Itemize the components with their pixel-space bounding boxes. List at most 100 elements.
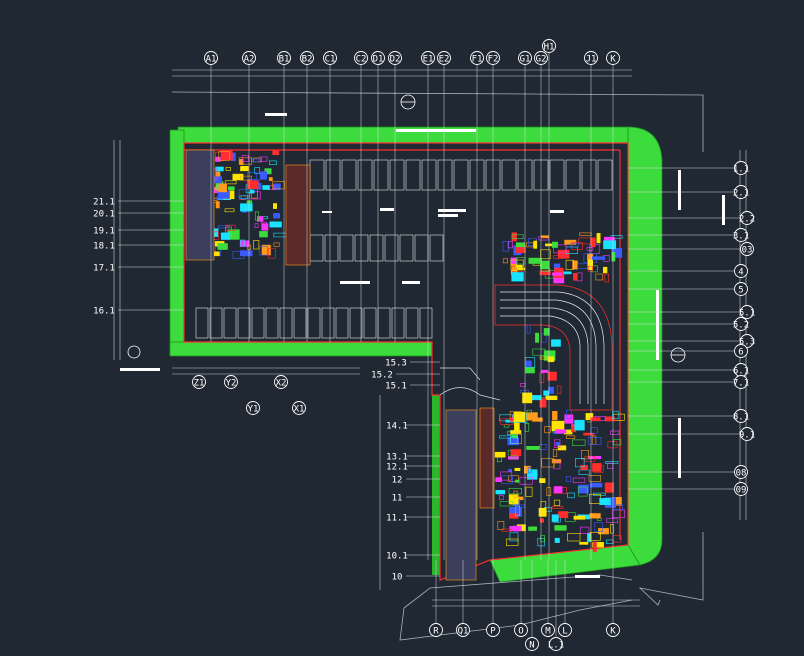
core-element bbox=[592, 463, 602, 472]
core-element bbox=[524, 422, 530, 432]
grid-label[interactable]: 21.1 bbox=[93, 197, 115, 207]
grid-bubble-5[interactable]: 5 bbox=[734, 282, 748, 296]
grid-bubble-p[interactable]: P bbox=[486, 623, 500, 637]
core-element bbox=[554, 439, 561, 448]
grid-bubble-f1[interactable]: F1 bbox=[470, 51, 484, 65]
grid-bubble-5-2[interactable]: 5.2 bbox=[733, 317, 749, 331]
grid-label[interactable]: 12 bbox=[392, 475, 403, 485]
grid-bubble-09[interactable]: 09 bbox=[734, 482, 748, 496]
parking-stall bbox=[369, 234, 384, 262]
grid-bubble-e1[interactable]: E1 bbox=[421, 51, 435, 65]
grid-bubble-label: M bbox=[545, 626, 551, 636]
grid-bubble-a1[interactable]: A1 bbox=[204, 51, 218, 65]
grid-bubble-circle bbox=[734, 465, 748, 479]
grid-bubble-label: 2.1 bbox=[733, 188, 749, 198]
grid-bubble-circle bbox=[734, 228, 748, 242]
grid-bubble-08[interactable]: 08 bbox=[734, 465, 748, 479]
grid-bubble-d1[interactable]: D1 bbox=[371, 51, 385, 65]
grid-label[interactable]: 20.1 bbox=[93, 209, 115, 219]
grid-bubble-k[interactable]: K bbox=[606, 623, 620, 637]
grid-label[interactable]: 15.1 bbox=[385, 381, 407, 391]
grid-bubble-6[interactable]: 6 bbox=[734, 344, 748, 358]
core-element bbox=[578, 469, 590, 475]
grid-label[interactable]: 15.2 bbox=[371, 370, 393, 380]
grid-bubble-label: 2.2 bbox=[739, 214, 755, 224]
parking-stall bbox=[339, 234, 354, 262]
grid-bubble-g1[interactable]: G1 bbox=[518, 51, 532, 65]
grid-bubble-6-1[interactable]: 6.1 bbox=[733, 363, 749, 377]
grid-bubble-label: X1 bbox=[294, 404, 305, 414]
grid-bubble-y1[interactable]: Y1 bbox=[246, 401, 260, 415]
grid-bubble-z1[interactable]: Z1 bbox=[192, 375, 206, 389]
grid-bubble-l[interactable]: L bbox=[558, 623, 572, 637]
core-element bbox=[588, 455, 602, 460]
grid-bubble-c2[interactable]: C2 bbox=[354, 51, 368, 65]
grid-bubble-q1[interactable]: Q1 bbox=[456, 623, 470, 637]
core-element bbox=[579, 232, 592, 236]
core-element bbox=[575, 457, 585, 468]
grid-label[interactable]: 15.3 bbox=[385, 358, 407, 368]
parking-stall bbox=[565, 159, 581, 191]
grid-bubble-x1[interactable]: X1 bbox=[292, 401, 306, 415]
grid-bubble-m[interactable]: M bbox=[541, 623, 555, 637]
parking-stall bbox=[293, 307, 307, 339]
grid-bubble-r[interactable]: R bbox=[429, 623, 443, 637]
grid-bubble-b2[interactable]: B2 bbox=[300, 51, 314, 65]
grid-bubble-j1[interactable]: J1 bbox=[584, 51, 598, 65]
grid-bubble-k[interactable]: K bbox=[606, 51, 620, 65]
grid-bubble-h1[interactable]: H1 bbox=[542, 39, 556, 53]
grid-label[interactable]: 10.1 bbox=[386, 551, 408, 561]
grid-bubble-label: 5.2 bbox=[733, 320, 749, 330]
grid-bubble-o[interactable]: O bbox=[514, 623, 528, 637]
grid-bubble-e2[interactable]: E2 bbox=[437, 51, 451, 65]
grid-bubble-circle bbox=[204, 51, 218, 65]
core-element bbox=[225, 167, 231, 171]
grid-bubble-3-1[interactable]: 3.1 bbox=[733, 228, 749, 242]
grid-bubble-5-3[interactable]: 5.3 bbox=[739, 334, 755, 348]
grid-label[interactable]: 17.1 bbox=[93, 263, 115, 273]
grid-bubble-a2[interactable]: A2 bbox=[242, 51, 256, 65]
grid-bubble-circle bbox=[734, 409, 748, 423]
grid-bubble-9-1[interactable]: 9.1 bbox=[739, 427, 755, 441]
grid-label[interactable]: 19.1 bbox=[93, 226, 115, 236]
grid-bubble-l-1[interactable]: L.1 bbox=[548, 637, 564, 651]
grid-label[interactable]: 14.1 bbox=[386, 421, 408, 431]
grid-bubble-label: F2 bbox=[488, 54, 499, 64]
parking-stall bbox=[391, 307, 405, 339]
core-element bbox=[566, 409, 572, 419]
grid-bubble-circle bbox=[323, 51, 337, 65]
grid-bubble-1-1[interactable]: 1.1 bbox=[733, 161, 749, 175]
grid-bubble-4[interactable]: 4 bbox=[734, 264, 748, 278]
parking-stall bbox=[209, 307, 223, 339]
grid-bubble-x2[interactable]: X2 bbox=[274, 375, 288, 389]
grid-bubble-y2[interactable]: Y2 bbox=[224, 375, 238, 389]
grid-bubble-n[interactable]: N bbox=[525, 637, 539, 651]
grid-bubble-label: N bbox=[529, 640, 534, 650]
grid-bubble-2-2[interactable]: 2.2 bbox=[739, 211, 755, 225]
grid-bubble-b1[interactable]: B1 bbox=[277, 51, 291, 65]
grid-label[interactable]: 11 bbox=[392, 493, 403, 503]
grid-label[interactable]: 11.1 bbox=[386, 513, 408, 523]
grid-bubble-g2[interactable]: G2 bbox=[534, 51, 548, 65]
grid-bubble-7-1[interactable]: 7.1 bbox=[733, 375, 749, 389]
grid-label[interactable]: 10 bbox=[392, 572, 403, 582]
grid-bubble-2-1[interactable]: 2.1 bbox=[733, 185, 749, 199]
grid-bubble-f2[interactable]: F2 bbox=[486, 51, 500, 65]
core-element bbox=[612, 509, 625, 518]
grid-bubble-d2[interactable]: D2 bbox=[388, 51, 402, 65]
grid-bubble-5-1[interactable]: 5.1 bbox=[739, 305, 755, 319]
grid-label[interactable]: 13.1 bbox=[386, 452, 408, 462]
grid-label[interactable]: 16.1 bbox=[93, 306, 115, 316]
core-element bbox=[525, 486, 533, 497]
grid-bubble-03[interactable]: 03 bbox=[740, 242, 754, 256]
grid-bubble-c1[interactable]: C1 bbox=[323, 51, 337, 65]
grid-label[interactable]: 18.1 bbox=[93, 241, 115, 251]
parking-stall bbox=[324, 234, 339, 262]
core-element bbox=[590, 417, 601, 422]
grid-label[interactable]: 12.1 bbox=[386, 462, 408, 472]
grid-bubble-8-1[interactable]: 8.1 bbox=[733, 409, 749, 423]
core-element bbox=[514, 467, 521, 472]
grid-bubble-circle bbox=[486, 623, 500, 637]
